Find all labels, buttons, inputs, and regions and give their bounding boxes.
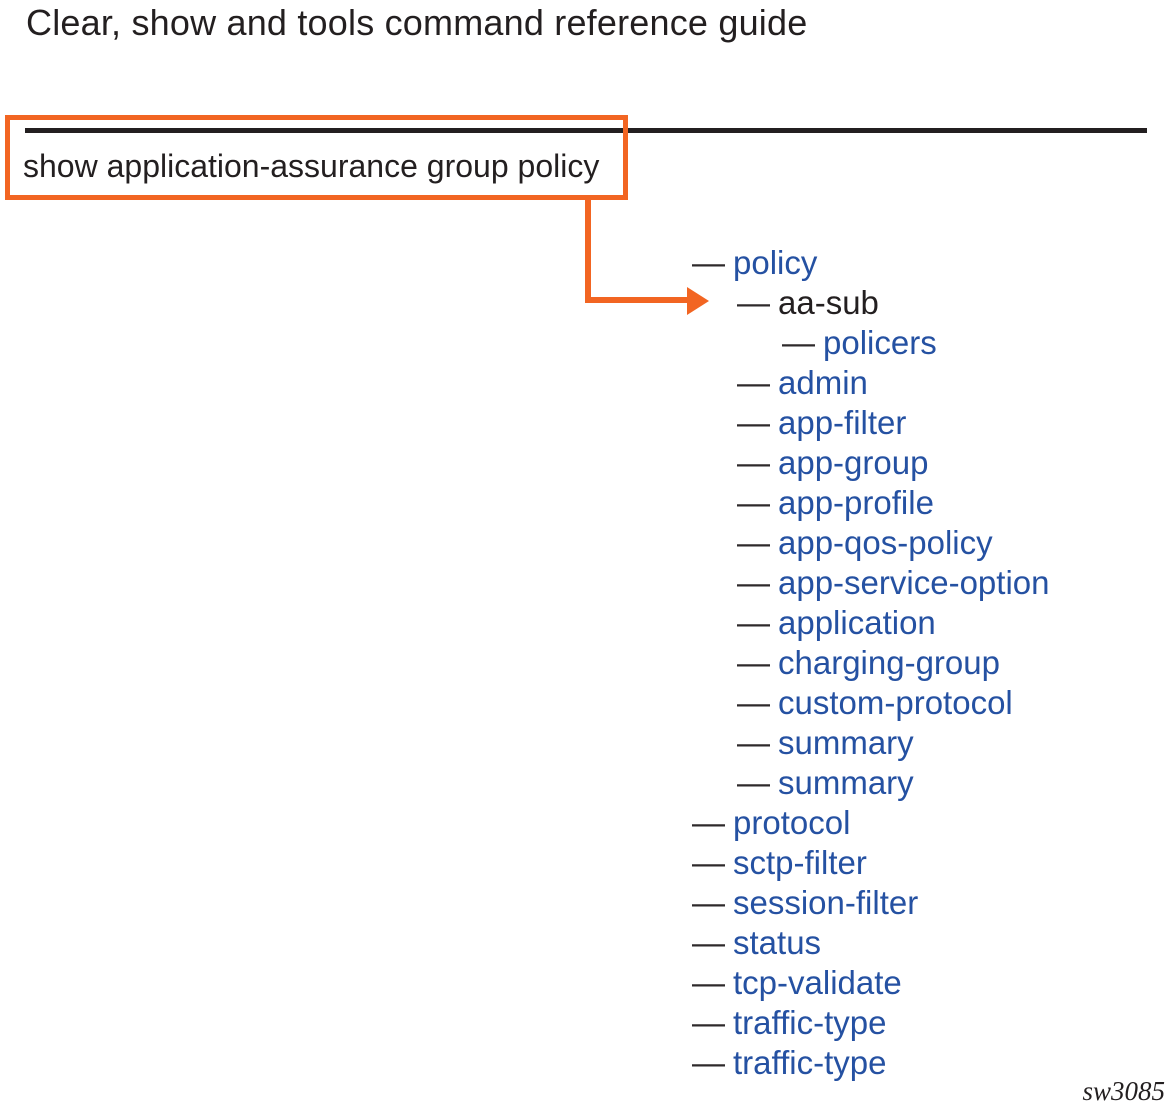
tree-item-label[interactable]: charging-group [778,644,1000,681]
command-tree: —policy —aa-sub —policers —admin —app-fi… [692,243,1049,1083]
tree-item-label[interactable]: app-filter [778,404,907,441]
tree-item-policers: —policers [692,323,1049,363]
tree-item-label[interactable]: app-service-option [778,564,1050,601]
tree-dash-icon: — [692,964,725,1001]
tree-item-session-filter: —session-filter [692,883,1049,923]
tree-item-app-service-option: —app-service-option [692,563,1049,603]
tree-dash-icon: — [692,884,725,921]
tree-dash-icon: — [737,444,770,481]
tree-item-label[interactable]: status [733,924,822,961]
tree-item-label[interactable]: policy [733,244,818,281]
tree-dash-icon: — [737,484,770,521]
tree-item-traffic-type: —traffic-type [692,1043,1049,1083]
tree-dash-icon: — [692,924,725,961]
tree-item-protocol: —protocol [692,803,1049,843]
tree-item-label[interactable]: traffic-type [733,1004,887,1041]
tree-item-label[interactable]: sctp-filter [733,844,867,881]
tree-item-charging-group: —charging-group [692,643,1049,683]
tree-dash-icon: — [737,644,770,681]
tree-item-label[interactable]: session-filter [733,884,919,921]
tree-item-label[interactable]: admin [778,364,868,401]
tree-dash-icon: — [737,684,770,721]
tree-item-label[interactable]: summary [778,724,914,761]
tree-item-label[interactable]: traffic-type [733,1044,887,1081]
tree-item-app-filter: —app-filter [692,403,1049,443]
tree-item-label[interactable]: app-group [778,444,929,481]
tree-item-admin: —admin [692,363,1049,403]
tree-dash-icon: — [737,524,770,561]
tree-dash-icon: — [692,844,725,881]
arrowhead-icon [687,287,709,315]
tree-dash-icon: — [737,604,770,641]
tree-item-label[interactable]: tcp-validate [733,964,902,1001]
tree-dash-icon: — [692,244,725,281]
tree-item-label[interactable]: app-profile [778,484,934,521]
tree-item-label[interactable]: custom-protocol [778,684,1013,721]
tree-item-policy: —policy [692,243,1049,283]
tree-item-tcp-validate: —tcp-validate [692,963,1049,1003]
tree-dash-icon: — [737,404,770,441]
tree-dash-icon: — [692,1004,725,1041]
tree-item-status: —status [692,923,1049,963]
tree-dash-icon: — [737,364,770,401]
tree-item-traffic-type: —traffic-type [692,1003,1049,1043]
tree-item-app-qos-policy: —app-qos-policy [692,523,1049,563]
tree-dash-icon: — [737,564,770,601]
tree-dash-icon: — [737,764,770,801]
command-box-label: show application-assurance group policy [23,148,600,184]
tree-dash-icon: — [692,1044,725,1081]
tree-dash-icon: — [737,284,770,321]
tree-item-label[interactable]: protocol [733,804,851,841]
horizontal-rule [25,128,1147,133]
tree-item-application: —application [692,603,1049,643]
tree-dash-icon: — [692,804,725,841]
tree-item-summary: —summary [692,763,1049,803]
figure-id: sw3085 [1082,1076,1165,1106]
connector-vertical-line [585,199,591,302]
tree-item-label[interactable]: app-qos-policy [778,524,993,561]
tree-item-custom-protocol: —custom-protocol [692,683,1049,723]
tree-item-summary: —summary [692,723,1049,763]
tree-item-label[interactable]: application [778,604,936,641]
tree-item-app-profile: —app-profile [692,483,1049,523]
tree-dash-icon: — [782,324,815,361]
tree-item-sctp-filter: —sctp-filter [692,843,1049,883]
page-title: Clear, show and tools command reference … [26,2,808,43]
tree-item-aa-sub: —aa-sub [692,283,1049,323]
tree-item-label[interactable]: summary [778,764,914,801]
command-box: show application-assurance group policy [5,115,628,200]
connector-horizontal-line [585,297,687,303]
tree-item-label: aa-sub [778,284,879,321]
tree-item-app-group: —app-group [692,443,1049,483]
tree-item-label[interactable]: policers [823,324,937,361]
tree-dash-icon: — [737,724,770,761]
